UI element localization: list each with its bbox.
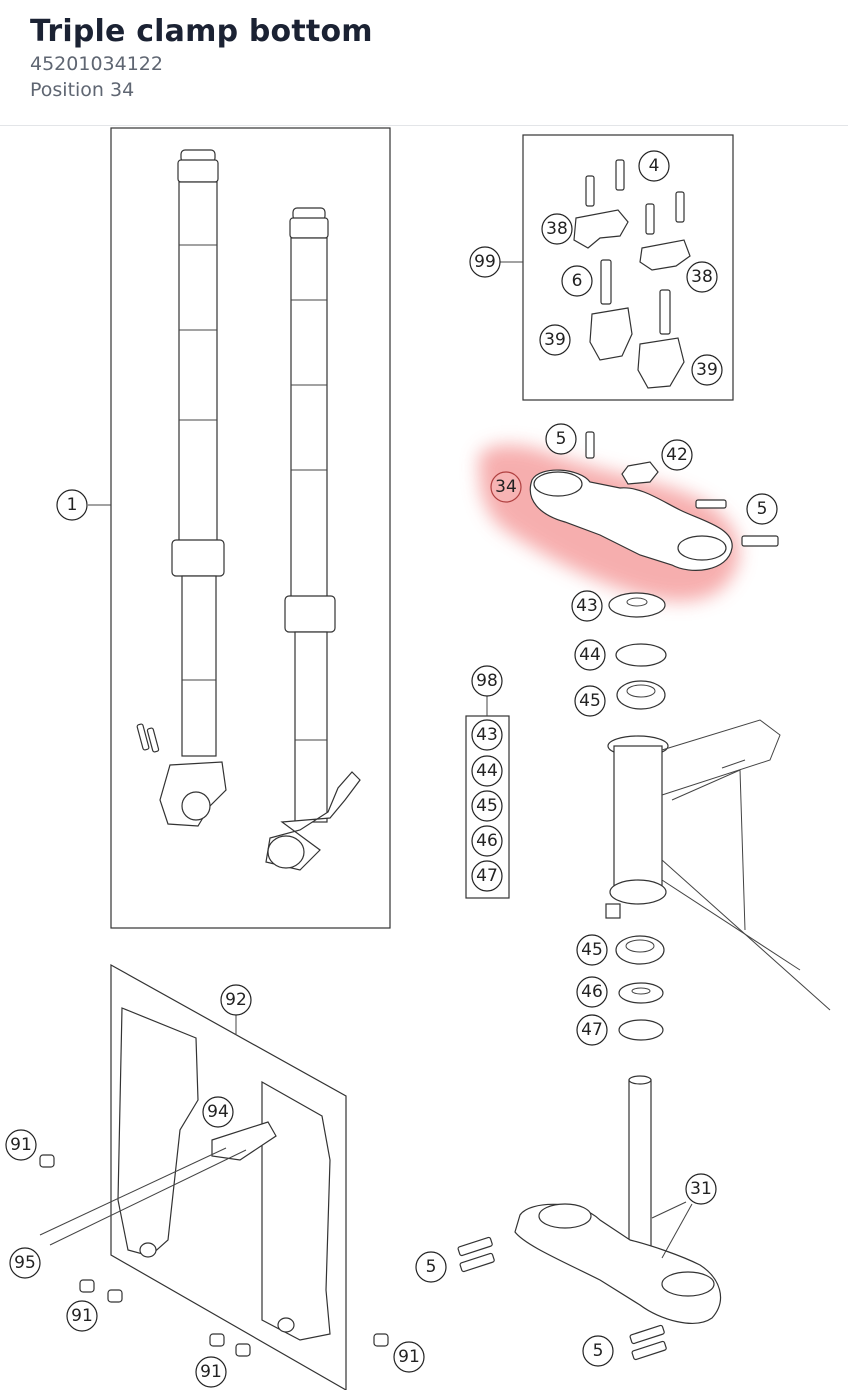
svg-text:91: 91 <box>71 1306 93 1326</box>
callout-44[interactable]: 44 <box>574 639 606 671</box>
svg-text:5: 5 <box>757 499 768 519</box>
svg-text:5: 5 <box>556 429 567 449</box>
callout-98[interactable]: 98 <box>471 665 503 697</box>
triple-clamp-bottom-with-stem <box>514 1075 722 1324</box>
handlebar-clamp-parts <box>573 159 691 389</box>
bottom-clamp-bolts <box>457 1236 667 1361</box>
callout-38[interactable]: 38 <box>686 261 718 293</box>
svg-text:38: 38 <box>691 267 713 287</box>
fork-leg-right <box>265 207 361 871</box>
svg-text:91: 91 <box>200 1362 222 1382</box>
callout-1[interactable]: 1 <box>56 489 88 521</box>
callout-31[interactable]: 31 <box>685 1173 717 1205</box>
svg-text:44: 44 <box>476 761 498 781</box>
svg-text:47: 47 <box>476 866 498 886</box>
callout-6[interactable]: 6 <box>561 265 593 297</box>
svg-text:45: 45 <box>581 940 603 960</box>
callout-5[interactable]: 5 <box>545 423 577 455</box>
svg-text:1: 1 <box>67 495 78 515</box>
callout-91[interactable]: 91 <box>66 1300 98 1332</box>
kit-item-46[interactable]: 46 <box>471 825 503 857</box>
svg-text:45: 45 <box>579 691 601 711</box>
svg-text:46: 46 <box>476 831 498 851</box>
svg-text:46: 46 <box>581 982 603 1002</box>
callout-47[interactable]: 47 <box>576 1014 608 1046</box>
svg-text:42: 42 <box>666 445 688 465</box>
callout-43[interactable]: 43 <box>571 590 603 622</box>
svg-text:34: 34 <box>495 477 517 497</box>
callout-38[interactable]: 38 <box>541 213 573 245</box>
svg-text:92: 92 <box>225 990 247 1010</box>
kit-item-45[interactable]: 45 <box>471 790 503 822</box>
triple-clamp-upper <box>529 431 779 571</box>
svg-text:95: 95 <box>14 1253 36 1273</box>
svg-text:43: 43 <box>476 725 498 745</box>
callout-45[interactable]: 45 <box>574 685 606 717</box>
svg-text:94: 94 <box>207 1102 229 1122</box>
svg-text:99: 99 <box>474 252 496 272</box>
svg-text:91: 91 <box>10 1135 32 1155</box>
callout-45[interactable]: 45 <box>576 934 608 966</box>
svg-text:31: 31 <box>690 1179 712 1199</box>
callout-39[interactable]: 39 <box>691 354 723 386</box>
callout-4[interactable]: 4 <box>638 150 670 182</box>
callout-42[interactable]: 42 <box>661 439 693 471</box>
callout-46[interactable]: 46 <box>576 976 608 1008</box>
svg-text:45: 45 <box>476 796 498 816</box>
svg-text:91: 91 <box>398 1347 420 1367</box>
callout-5[interactable]: 5 <box>746 493 778 525</box>
part-title: Triple clamp bottom <box>30 14 373 49</box>
svg-text:5: 5 <box>426 1257 437 1277</box>
fork-guards <box>39 1007 389 1357</box>
axle-bolt-pair <box>136 723 160 753</box>
part-header: Triple clamp bottom 45201034122 Position… <box>0 0 848 126</box>
exploded-parts-diagram: 1 4 38 99 6 38 39 39 5 42 34 5 43 44 45 … <box>5 127 831 1390</box>
callout-39[interactable]: 39 <box>539 324 571 356</box>
part-number: 45201034122 <box>30 53 163 75</box>
svg-text:43: 43 <box>576 596 598 616</box>
kit-item-43[interactable]: 43 <box>471 719 503 751</box>
svg-text:39: 39 <box>696 360 718 380</box>
callout-99[interactable]: 99 <box>469 246 501 278</box>
fork-guard-frame <box>110 963 347 1390</box>
svg-text:47: 47 <box>581 1020 603 1040</box>
svg-text:44: 44 <box>579 645 601 665</box>
bearing-stack-lower <box>615 935 665 1041</box>
bearing-stack-upper <box>608 592 667 710</box>
svg-text:39: 39 <box>544 330 566 350</box>
kit-item-44[interactable]: 44 <box>471 755 503 787</box>
callout-91[interactable]: 91 <box>195 1356 227 1388</box>
clamp-kit-frame <box>522 134 734 401</box>
svg-text:98: 98 <box>476 671 498 691</box>
svg-text:38: 38 <box>546 219 568 239</box>
svg-text:5: 5 <box>593 1341 604 1361</box>
svg-text:4: 4 <box>649 156 660 176</box>
part-position: Position 34 <box>30 79 135 101</box>
callout-95[interactable]: 95 <box>9 1247 41 1279</box>
kit-item-47[interactable]: 47 <box>471 860 503 892</box>
callout-92[interactable]: 92 <box>220 984 252 1016</box>
callout-91[interactable]: 91 <box>5 1129 37 1161</box>
callout-5[interactable]: 5 <box>415 1251 447 1283</box>
frame-head-tube <box>605 719 831 1011</box>
callout-34-selected[interactable]: 34 <box>490 471 522 503</box>
callout-94[interactable]: 94 <box>202 1096 234 1128</box>
callout-5[interactable]: 5 <box>582 1335 614 1367</box>
fork-group-frame <box>110 127 391 929</box>
svg-text:6: 6 <box>572 271 583 291</box>
fork-leg-left <box>159 149 227 827</box>
callout-91[interactable]: 91 <box>393 1341 425 1373</box>
